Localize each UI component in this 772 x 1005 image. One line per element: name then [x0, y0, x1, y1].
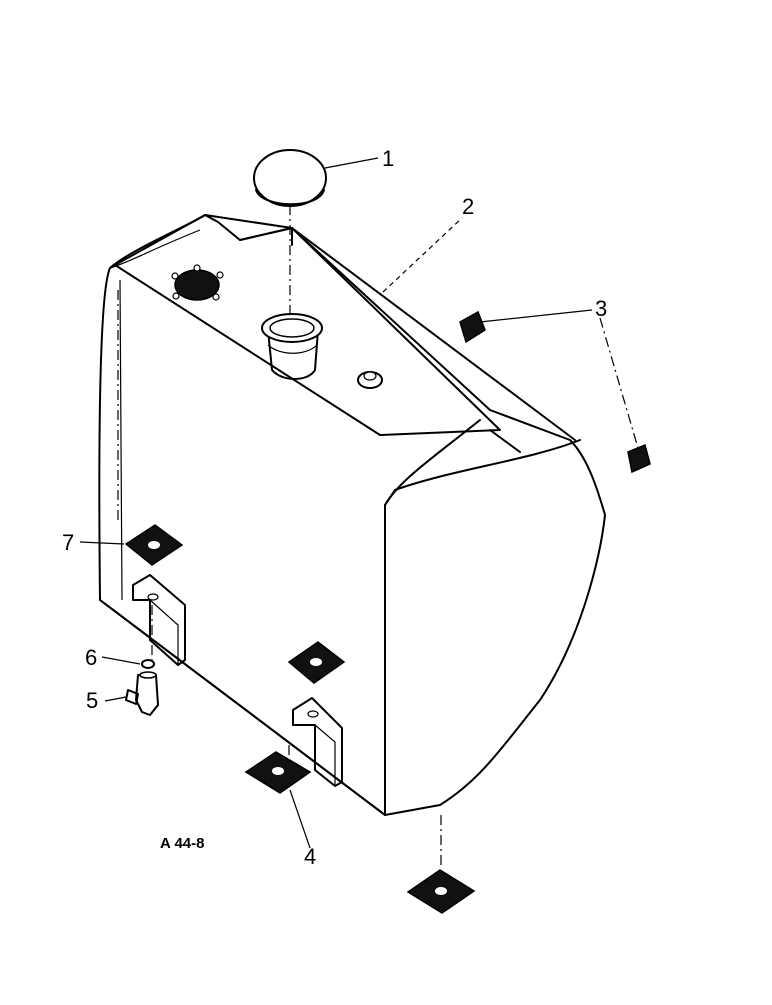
mounting-pad-4 — [244, 751, 312, 794]
vent-boss — [357, 371, 383, 389]
sender-unit-opening — [171, 264, 224, 301]
callout-2: 2 — [462, 194, 474, 219]
mounting-bracket-right — [292, 697, 343, 787]
mounting-pad-bottom — [406, 815, 476, 914]
drain-washer — [141, 605, 155, 669]
mounting-pad-7 — [124, 524, 184, 566]
callout-1: 1 — [382, 146, 394, 171]
leader-lines — [79, 157, 639, 849]
tank-bottom-edge — [99, 599, 386, 816]
filler-neck — [261, 313, 323, 380]
mounting-bracket-left — [132, 574, 186, 666]
callout-6: 6 — [85, 645, 97, 670]
filler-cap — [253, 149, 327, 318]
rubber-pad-upper — [459, 310, 486, 344]
callout-3: 3 — [595, 296, 607, 321]
figure-reference-code: A 44-8 — [160, 835, 204, 852]
callout-4: 4 — [304, 844, 316, 869]
callout-5: 5 — [86, 688, 98, 713]
drain-valve — [125, 671, 159, 716]
tank-top-face — [114, 214, 501, 436]
rubber-pad-lower — [627, 443, 651, 474]
tank-end-notch — [489, 429, 521, 453]
tank-outline — [98, 214, 606, 816]
callout-7: 7 — [62, 530, 74, 555]
fuel-tank — [98, 214, 606, 816]
mounting-pad-middle — [287, 641, 346, 684]
tank-top-bevel — [109, 229, 201, 269]
tank-end-panel-top — [384, 439, 581, 506]
tank-left-rib — [119, 279, 123, 601]
